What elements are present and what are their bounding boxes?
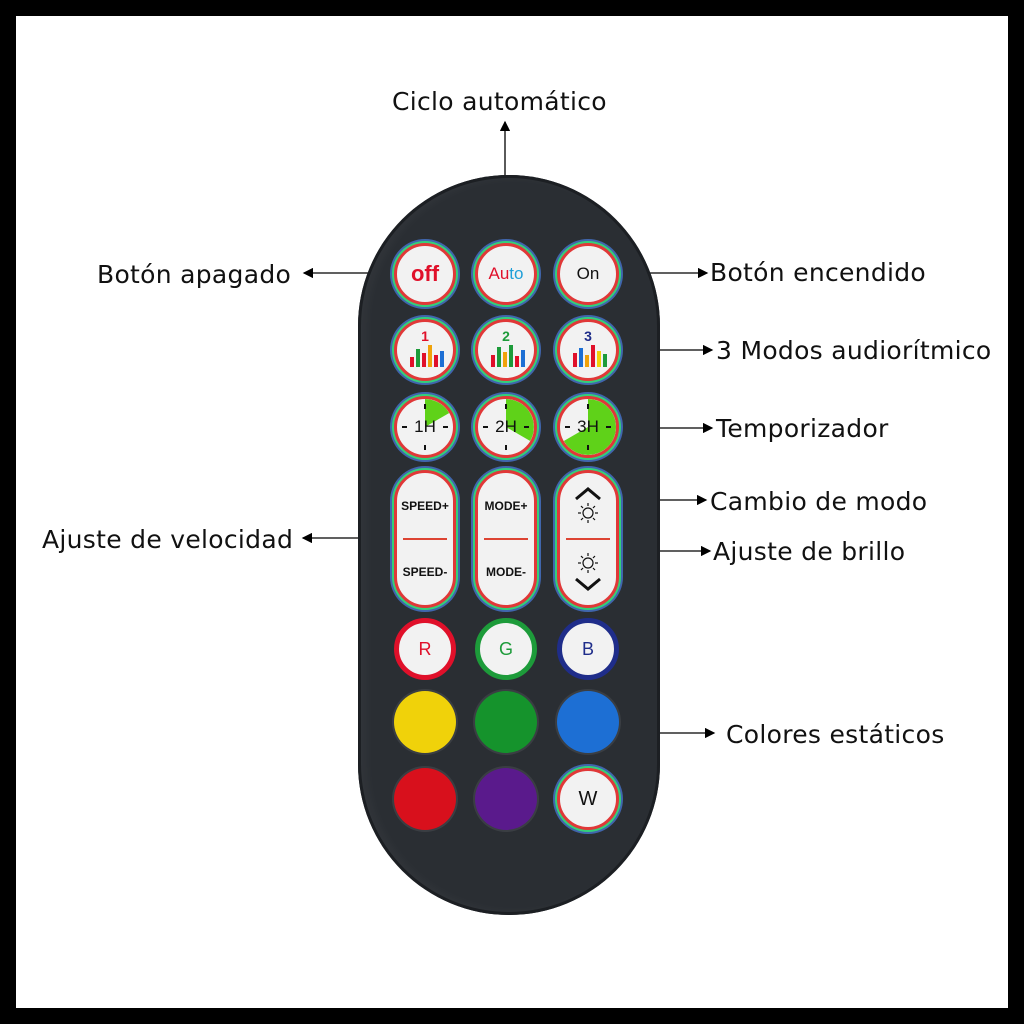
timer-1h-label: 1H (414, 417, 436, 436)
timer-2h-label: 2H (495, 417, 517, 436)
auto-label-part1: Au (488, 264, 510, 283)
speed-minus-button[interactable]: SPEED- (397, 539, 453, 605)
brightness-up-button[interactable] (560, 473, 616, 539)
brightness-up-icon (575, 487, 601, 523)
label-audio-modes: 3 Modos audiorítmico (716, 336, 992, 365)
on-label: On (576, 264, 600, 283)
timer-2h-button[interactable]: 2H (475, 396, 537, 458)
green-button[interactable] (475, 691, 537, 753)
red-text-button[interactable]: R (394, 618, 456, 680)
equalizer-icon: 2 (486, 328, 526, 370)
mode-pill: MODE+ MODE- (475, 470, 537, 608)
label-off-button: Botón apagado (97, 260, 292, 289)
mode-minus-button[interactable]: MODE- (478, 539, 534, 605)
green-label: G (498, 638, 513, 659)
timer-3h-label: 3H (577, 417, 599, 436)
pill-divider (566, 538, 610, 540)
blue-text-button[interactable]: B (557, 618, 619, 680)
pill-divider (403, 538, 447, 540)
label-mode-change: Cambio de modo (710, 487, 928, 516)
speed-plus-button[interactable]: SPEED+ (397, 473, 453, 539)
auto-label-part2: to (509, 264, 524, 283)
equalizer-icon: 3 (568, 328, 608, 370)
label-timer: Temporizador (716, 414, 889, 443)
clock-icon (483, 399, 534, 450)
audio-mode-2-button[interactable]: 2 (475, 319, 537, 381)
off-button[interactable]: off (394, 243, 456, 305)
brightness-down-icon (575, 553, 601, 591)
label-brightness-adjust: Ajuste de brillo (713, 537, 906, 566)
mode-plus-label: MODE+ (484, 499, 528, 513)
label-static-colors: Colores estáticos (726, 720, 945, 749)
timer-1h-button[interactable]: 1H (394, 396, 456, 458)
blue-button[interactable] (557, 691, 619, 753)
auto-label: Auto (489, 264, 524, 284)
label-auto-cycle: Ciclo automático (392, 87, 607, 116)
pill-divider (484, 538, 528, 540)
audio-mode-2-number: 2 (502, 328, 510, 344)
timer-3h-button[interactable]: 3H (557, 396, 619, 458)
clock-icon (563, 399, 616, 455)
white-button[interactable]: W (557, 768, 619, 830)
off-label: off (410, 261, 440, 286)
audio-mode-1-number: 1 (421, 328, 429, 344)
blue-label: B (581, 638, 594, 659)
red-label: R (418, 638, 432, 659)
equalizer-icon: 1 (405, 328, 445, 370)
label-speed-adjust: Ajuste de velocidad (42, 525, 294, 554)
label-on-button: Botón encendido (710, 258, 927, 287)
auto-button[interactable]: Auto (475, 243, 537, 305)
dark-red-button[interactable] (394, 768, 456, 830)
brightness-down-button[interactable] (560, 539, 616, 605)
audio-mode-1-button[interactable]: 1 (394, 319, 456, 381)
mode-plus-button[interactable]: MODE+ (478, 473, 534, 539)
yellow-button[interactable] (394, 691, 456, 753)
white-label: W (578, 787, 598, 810)
green-text-button[interactable]: G (475, 618, 537, 680)
clock-icon (402, 399, 450, 450)
audio-mode-3-number: 3 (584, 328, 592, 344)
speed-minus-label: SPEED- (402, 565, 448, 579)
on-button[interactable]: On (557, 243, 619, 305)
brightness-pill (557, 470, 619, 608)
speed-pill: SPEED+ SPEED- (394, 470, 456, 608)
mode-minus-label: MODE- (486, 565, 526, 579)
audio-mode-3-button[interactable]: 3 (557, 319, 619, 381)
speed-plus-label: SPEED+ (401, 499, 449, 513)
purple-button[interactable] (475, 768, 537, 830)
